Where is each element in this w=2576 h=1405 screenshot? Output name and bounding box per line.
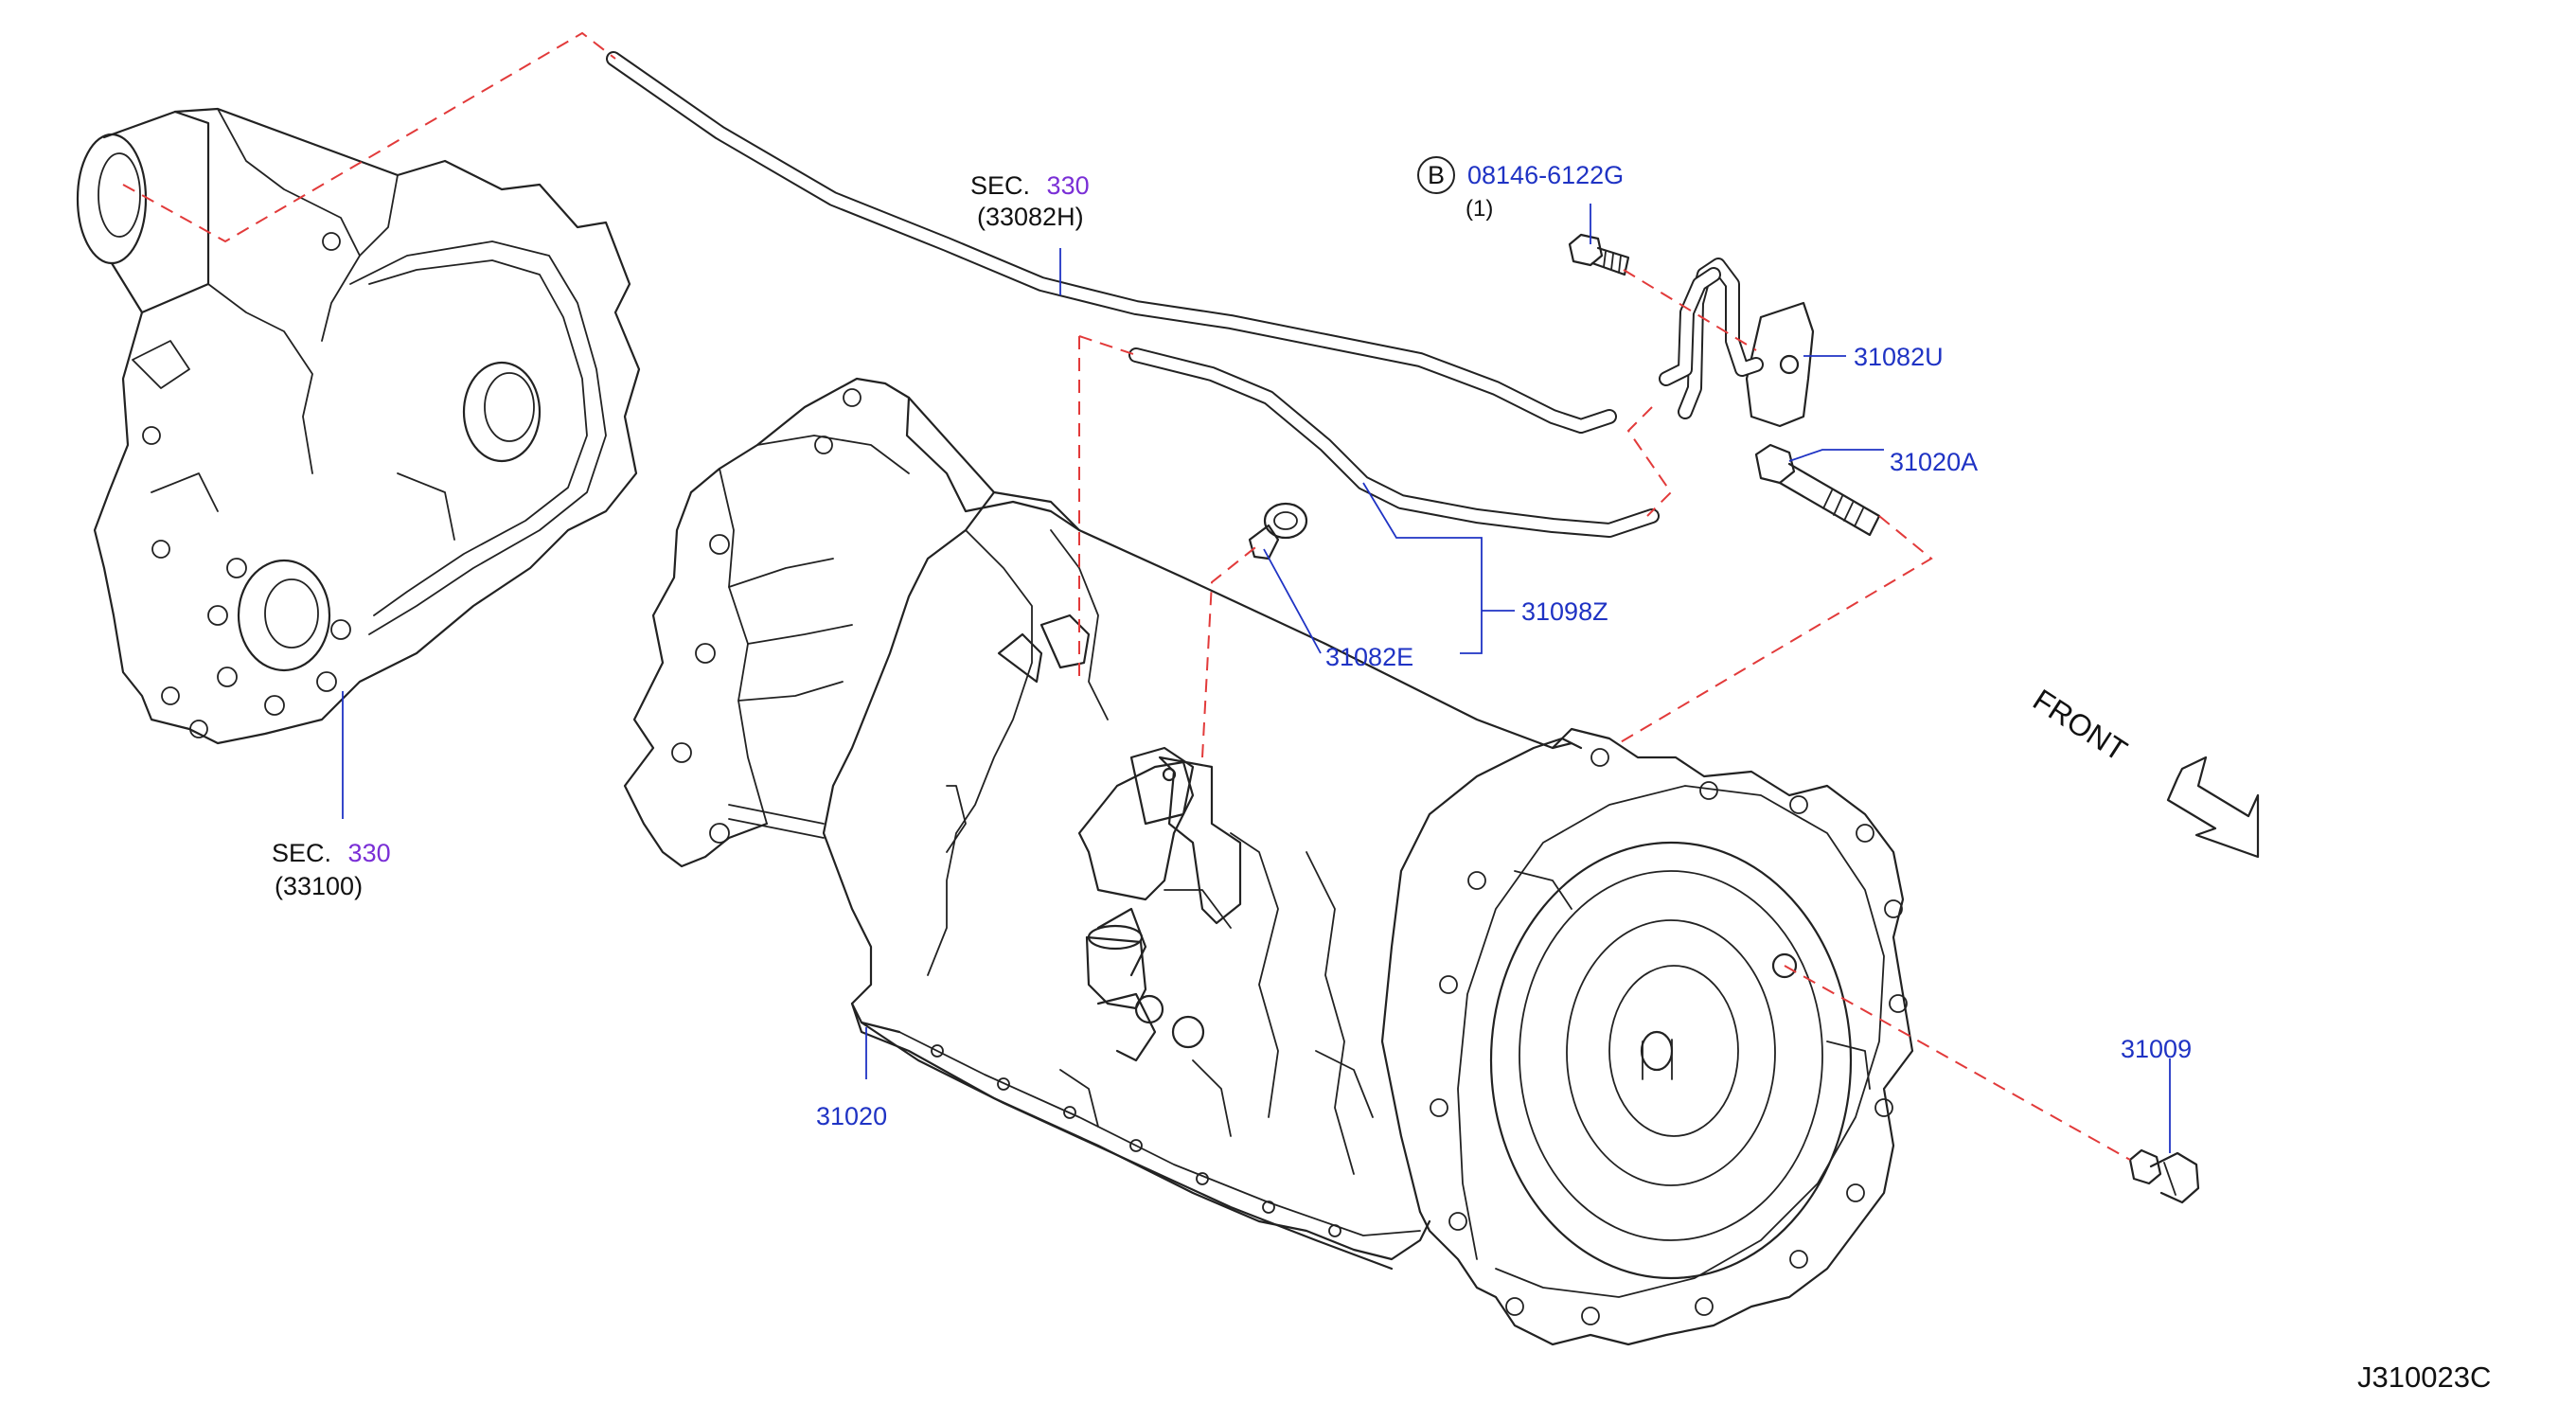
svg-text:SEC. 330: SEC. 330: [272, 839, 391, 867]
part-number-31082E: 31082E: [1325, 643, 1413, 671]
reference-dashed-lines: [122, 31, 2131, 1161]
part-number-08146-6122G: 08146-6122G: [1467, 161, 1624, 189]
front-arrow-icon: [2166, 756, 2260, 859]
svg-text:SEC. 330: SEC. 330: [970, 171, 1090, 200]
breather-hose-33082H: [606, 51, 1617, 434]
callout-bolt-b: B 08146-6122G (1): [1417, 156, 1624, 222]
sec-number: 330: [1047, 171, 1090, 200]
clip-31082E: [1248, 502, 1308, 560]
drawing-id: J310023C: [2357, 1361, 2491, 1394]
reference-b-circle: [1417, 156, 1455, 194]
bracket-31082U: [1659, 258, 1815, 428]
part-number-31009: 31009: [2121, 1035, 2192, 1063]
transfer-case-drawing: [76, 107, 641, 745]
breather-hose-31098Z: [1128, 347, 1660, 538]
part-number-31098Z: 31098Z: [1521, 597, 1608, 626]
part-number-33100: (33100): [275, 872, 363, 900]
sec-word: SEC.: [970, 171, 1030, 200]
bolt-31009: [2128, 1148, 2200, 1204]
transmission-assembly-drawing: [623, 377, 1914, 1346]
leader-lines: [342, 204, 2171, 1153]
part-number-31020: 31020: [816, 1102, 887, 1130]
part-number-33082H: (33082H): [977, 203, 1084, 231]
sec-word: SEC.: [272, 839, 331, 867]
sec-number: 330: [348, 839, 391, 867]
callout-sec330-hose: SEC. 330 (33082H): [970, 171, 1090, 231]
reference-b-letter: B: [1428, 161, 1445, 189]
quantity: (1): [1466, 196, 1493, 222]
bolt-08146-6122G: [1568, 233, 1630, 276]
bolt-31020A: [1754, 443, 1881, 537]
front-label: FRONT: [2027, 683, 2133, 768]
part-number-31082U: 31082U: [1854, 343, 1944, 371]
callout-sec330-transfer: SEC. 330 (33100): [272, 839, 391, 900]
part-number-31020A: 31020A: [1890, 448, 1978, 476]
